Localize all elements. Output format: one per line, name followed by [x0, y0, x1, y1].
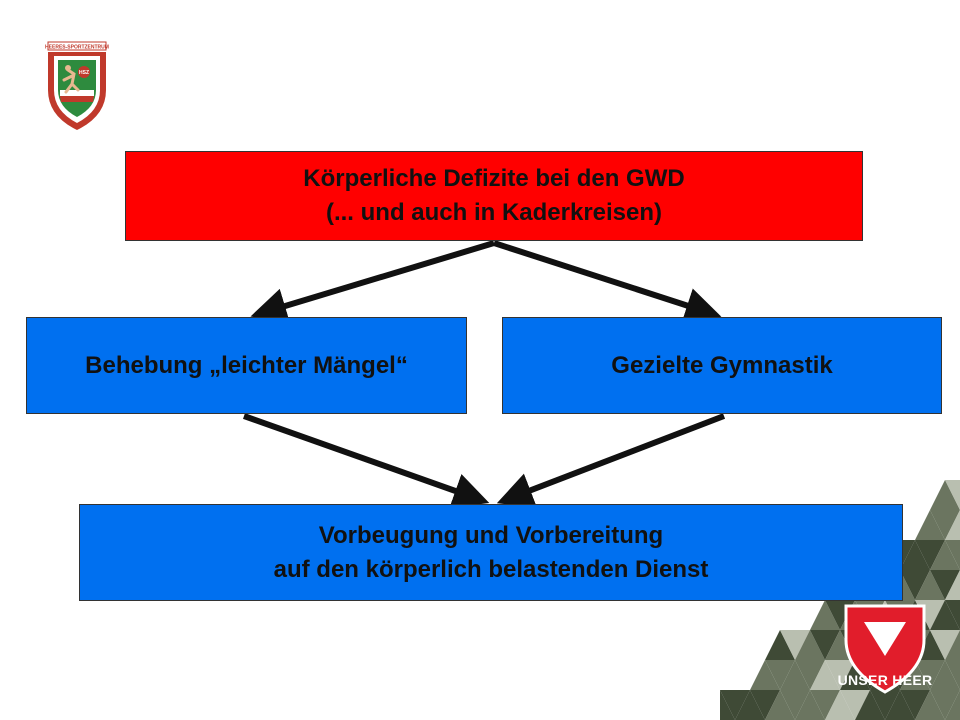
camo-triangle [825, 690, 855, 720]
camo-triangle [930, 480, 960, 510]
camo-triangle [945, 510, 960, 540]
camo-triangle [915, 690, 945, 720]
crest-inner-text: HSZ [79, 70, 89, 76]
deficits-box: Körperliche Defizite bei den GWD (... un… [125, 151, 863, 241]
camo-triangle [870, 690, 900, 720]
camo-triangle [930, 690, 960, 720]
camo-triangle [840, 660, 870, 690]
camo-triangle [900, 690, 930, 720]
camo-triangle [945, 690, 960, 720]
camo-triangle [930, 630, 960, 660]
camo-triangle [810, 690, 840, 720]
targeted-gymnastics-box-label: Gezielte Gymnastik [611, 351, 833, 379]
camo-triangle [780, 630, 810, 660]
camo-triangle [915, 510, 945, 540]
unser-heer-label: UNSER HEER [837, 672, 933, 688]
camo-triangle [720, 690, 750, 720]
camo-triangle [945, 540, 960, 570]
arrow-left-to-bottom [242, 413, 490, 508]
crest-top-text: HEERES-SPORTZENTRUM [45, 45, 109, 51]
camo-triangle [825, 660, 855, 690]
arrow-top-to-left [250, 240, 495, 324]
camo-triangle [915, 540, 945, 570]
minor-defects-box-label: Behebung „leichter Mängel“ [85, 351, 408, 379]
camo-triangle [900, 570, 930, 600]
camo-triangle [840, 690, 870, 720]
camo-triangle [945, 480, 960, 510]
camo-triangle [795, 690, 825, 720]
arrow-right-to-bottom [496, 413, 726, 508]
camo-triangle [930, 660, 960, 690]
camo-triangle [780, 660, 810, 690]
camo-triangle [750, 660, 780, 690]
camo-triangle [750, 690, 780, 720]
deficits-box-line2: (... und auch in Kaderkreisen) [325, 199, 663, 226]
camo-triangle [945, 570, 960, 600]
camo-triangle [945, 660, 960, 690]
camo-triangle [810, 600, 840, 630]
camo-triangle [930, 600, 960, 630]
camo-triangle [810, 630, 840, 660]
camo-triangle [855, 690, 885, 720]
camo-triangle [900, 660, 930, 690]
camo-triangle [765, 630, 795, 660]
camo-triangle [945, 630, 960, 660]
camo-triangle [765, 690, 795, 720]
camo-triangle [930, 570, 960, 600]
camo-triangle [930, 540, 960, 570]
deficits-box-line1: Körperliche Defizite bei den GWD [303, 165, 685, 192]
camo-triangle [885, 690, 915, 720]
camo-triangle [735, 690, 765, 720]
unser-heer-shield-icon [844, 604, 926, 694]
camo-triangle [930, 510, 960, 540]
camo-triangle [795, 660, 825, 690]
prevention-box-line1: Vorbeugung und Vorbereitung [318, 521, 664, 549]
heeres-sportzentrum-crest-icon: HEERES-SPORTZENTRUM HSZ [45, 41, 109, 130]
camo-triangle [810, 660, 840, 690]
targeted-gymnastics-box: Gezielte Gymnastik [502, 317, 942, 414]
arrow-top-to-right [493, 240, 722, 323]
camo-triangle [945, 600, 960, 630]
prevention-box: Vorbeugung und Vorbereitung auf den körp… [79, 504, 903, 601]
camo-triangle [765, 660, 795, 690]
prevention-box-line2: auf den körperlich belastenden Dienst [273, 555, 709, 583]
camo-triangle [915, 570, 945, 600]
minor-defects-box: Behebung „leichter Mängel“ [26, 317, 467, 414]
camo-triangle [900, 540, 930, 570]
camo-triangle [780, 690, 810, 720]
camo-triangle [795, 630, 825, 660]
camo-triangle [915, 660, 945, 690]
